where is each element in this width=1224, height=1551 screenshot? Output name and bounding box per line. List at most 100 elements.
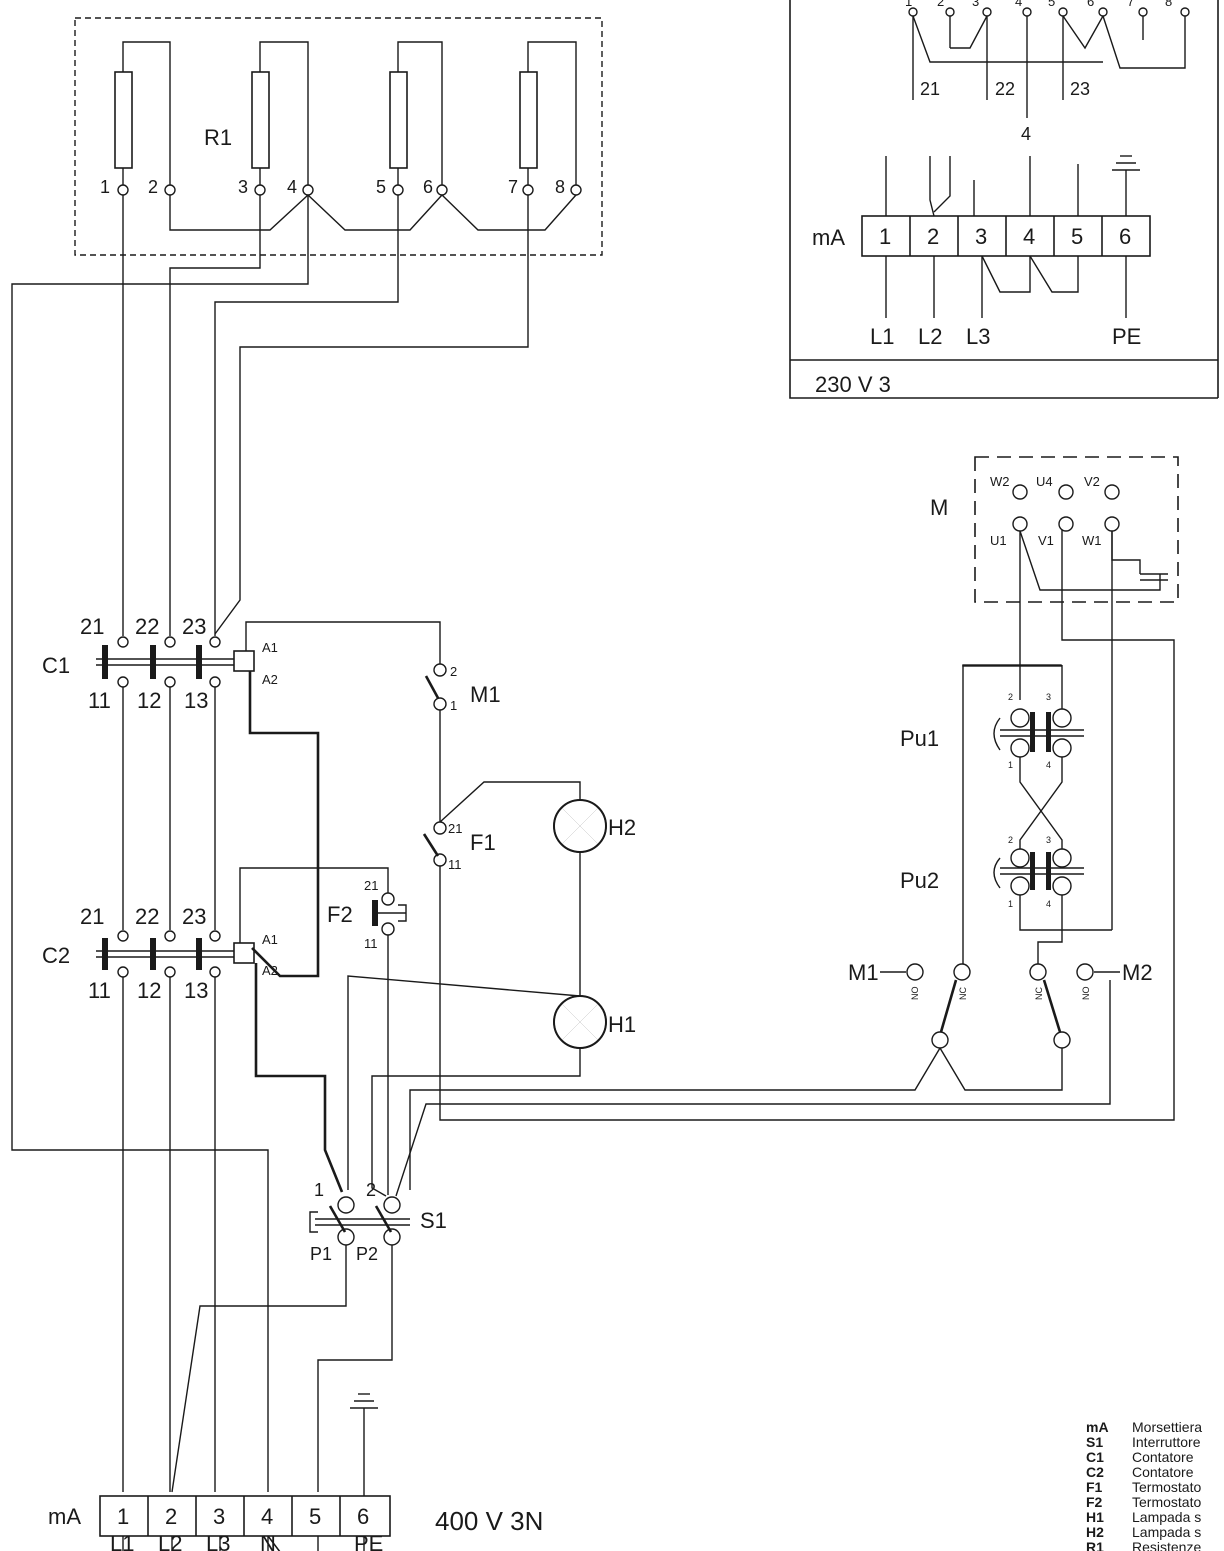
switch-s1: 1 2 P1 P2 S1 bbox=[171, 1180, 447, 1493]
partial-term-2: 2 bbox=[937, 0, 944, 9]
motor-v1: V1 bbox=[1038, 533, 1054, 548]
bottom-line-pe: PE bbox=[354, 1531, 383, 1551]
pu2-pin-1: 1 bbox=[1008, 899, 1013, 909]
top-cell-2: 2 bbox=[927, 224, 939, 249]
s1-label: S1 bbox=[420, 1208, 447, 1233]
legend-key-h1: H1 bbox=[1086, 1509, 1104, 1525]
legend-key-c2: C2 bbox=[1086, 1464, 1104, 1480]
c1-bot-13: 13 bbox=[184, 688, 208, 713]
motor-u4: U4 bbox=[1036, 474, 1053, 489]
wire-22: 22 bbox=[995, 79, 1015, 99]
top-line-l1: L1 bbox=[870, 324, 894, 349]
top-cell-6: 6 bbox=[1119, 224, 1131, 249]
legend-text-ma: Morsettiera bbox=[1132, 1419, 1202, 1435]
c1-label: C1 bbox=[42, 653, 70, 678]
partial-term-1: 1 bbox=[905, 0, 912, 9]
ms-m1-nc: NC bbox=[958, 987, 968, 1000]
motor-u1: U1 bbox=[990, 533, 1007, 548]
r1-term-1: 1 bbox=[100, 177, 110, 197]
contactor-c1: C1 21 22 23 11 12 13 A1 A2 bbox=[42, 614, 441, 978]
partial-term-6: 6 bbox=[1087, 0, 1094, 9]
top-cell-4: 4 bbox=[1023, 224, 1035, 249]
bottom-cell-6: 6 bbox=[357, 1504, 369, 1529]
legend-text-r1: Resistenze bbox=[1132, 1539, 1201, 1551]
f1-t21: 21 bbox=[448, 821, 462, 836]
bottom-cell-3: 3 bbox=[213, 1504, 225, 1529]
panel-230v: 230 V 3 1 2 3 4 5 6 7 8 bbox=[789, 0, 1219, 399]
f1-t11: 11 bbox=[448, 857, 462, 872]
r1-feed-wires bbox=[11, 195, 529, 1492]
microswitch-m2: M2 NC NO bbox=[1029, 960, 1153, 1049]
motor-w2: W2 bbox=[990, 474, 1010, 489]
r1-term-6: 6 bbox=[423, 177, 433, 197]
pu1-pin-4: 4 bbox=[1046, 760, 1051, 770]
c2-top-21: 21 bbox=[80, 904, 104, 929]
legend-key-r1: R1 bbox=[1086, 1539, 1104, 1551]
legend-key-s1: S1 bbox=[1086, 1434, 1103, 1450]
c2-bot-12: 12 bbox=[137, 978, 161, 1003]
s1-p1: P1 bbox=[310, 1244, 332, 1264]
ms-m1-no: NO bbox=[910, 987, 920, 1001]
r1-term-8: 8 bbox=[555, 177, 565, 197]
pu1-pin-1: 1 bbox=[1008, 760, 1013, 770]
bottom-line-l2: L2 bbox=[158, 1531, 182, 1551]
bottom-cell-5: 5 bbox=[309, 1504, 321, 1529]
ms-m2-nc: NC bbox=[1034, 987, 1044, 1000]
h1-label: H1 bbox=[608, 1012, 636, 1037]
wire-21: 21 bbox=[920, 79, 940, 99]
pu2-pin-2: 2 bbox=[1008, 835, 1013, 845]
legend-text-f1: Termostato bbox=[1132, 1479, 1201, 1495]
f2-t11: 11 bbox=[364, 936, 378, 951]
pu2-pin-4: 4 bbox=[1046, 899, 1051, 909]
c1-top-22: 22 bbox=[135, 614, 159, 639]
c2-bot-11: 11 bbox=[88, 978, 111, 1003]
legend-text-h2: Lampada s bbox=[1132, 1524, 1201, 1540]
r1-term-5: 5 bbox=[376, 177, 386, 197]
motor-m: M W2 U4 V2 U1 V1 W1 bbox=[930, 456, 1179, 930]
h2-label: H2 bbox=[608, 815, 636, 840]
ms-m1-label: M1 bbox=[848, 960, 879, 985]
r1-term-3: 3 bbox=[238, 177, 248, 197]
top-line-l3: L3 bbox=[966, 324, 990, 349]
f1-label: F1 bbox=[470, 830, 496, 855]
top-cell-3: 3 bbox=[975, 224, 987, 249]
partial-term-8: 8 bbox=[1165, 0, 1172, 9]
legend-text-s1: Interruttore bbox=[1132, 1434, 1201, 1450]
c1-top-21: 21 bbox=[80, 614, 104, 639]
lamp-h2: H2 bbox=[553, 799, 636, 853]
c1-a1: A1 bbox=[262, 640, 278, 655]
legend-text-c1: Contatore bbox=[1132, 1449, 1194, 1465]
bottom-line-l3: L3 bbox=[206, 1531, 230, 1551]
bottom-cell-4: 4 bbox=[261, 1504, 273, 1529]
legend-key-c1: C1 bbox=[1086, 1449, 1104, 1465]
c1-bot-12: 12 bbox=[137, 688, 161, 713]
pu2-pin-3: 3 bbox=[1046, 835, 1051, 845]
microswitch-m1: M1 NO NC bbox=[848, 960, 971, 1049]
legend: mA Morsettiera S1 Interruttore C1 Contat… bbox=[1086, 1419, 1202, 1551]
ms-m2-label: M2 bbox=[1122, 960, 1153, 985]
legend-key-h2: H2 bbox=[1086, 1524, 1104, 1540]
thermostat-f2: F2 21 11 bbox=[327, 878, 407, 1195]
top-line-pe: PE bbox=[1112, 324, 1141, 349]
legend-text-f2: Termostato bbox=[1132, 1494, 1201, 1510]
bottom-line-n: N bbox=[260, 1531, 276, 1551]
top-line-l2: L2 bbox=[918, 324, 942, 349]
m1-t1: 1 bbox=[450, 698, 457, 713]
partial-term-5: 5 bbox=[1048, 0, 1055, 9]
legend-key-f2: F2 bbox=[1086, 1494, 1103, 1510]
c1-a2: A2 bbox=[262, 672, 278, 687]
wire-23: 23 bbox=[1070, 79, 1090, 99]
bottom-line-labels: L1 L2 L3 N PE bbox=[110, 1531, 383, 1551]
f2-t21: 21 bbox=[364, 878, 378, 893]
bottom-cell-2: 2 bbox=[165, 1504, 177, 1529]
m1-t2: 2 bbox=[450, 664, 457, 679]
legend-text-c2: Contatore bbox=[1132, 1464, 1194, 1480]
r1-term-4: 4 bbox=[287, 177, 297, 197]
wire-4: 4 bbox=[1021, 124, 1031, 144]
c1-bot-11: 11 bbox=[88, 688, 111, 713]
top-cell-1: 1 bbox=[879, 224, 891, 249]
s1-t2: 2 bbox=[366, 1180, 376, 1200]
c2-top-23: 23 bbox=[182, 904, 206, 929]
legend-key-f1: F1 bbox=[1086, 1479, 1103, 1495]
